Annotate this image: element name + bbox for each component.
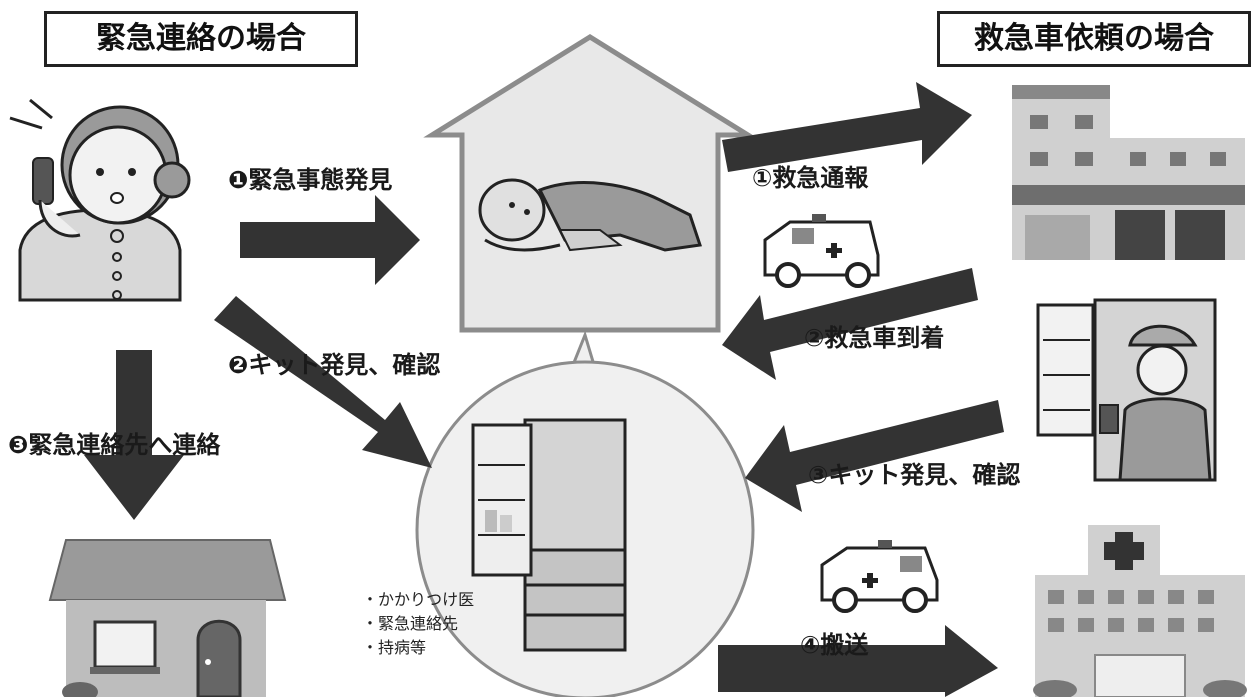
arrow-step3: [84, 350, 184, 520]
kit-item: ・持病等: [362, 638, 427, 657]
arrow-step1: [240, 195, 420, 285]
call-label: ①救急通報: [752, 164, 869, 192]
worried-woman-icon: [9, 98, 191, 302]
arrow-call: [722, 82, 972, 172]
step1-label: ❶緊急事態発見: [228, 166, 393, 194]
fire-station-icon: [1012, 85, 1245, 260]
arrow-transport: [718, 625, 998, 697]
step2-label: ❷キット発見、確認: [228, 351, 441, 379]
kit-item: ・緊急連絡先: [362, 614, 459, 633]
title-ambulance-request: 救急車依頼の場合: [937, 11, 1251, 67]
person-collapsed-icon: [478, 178, 702, 252]
arrow-step2: [214, 296, 432, 468]
family-home-icon: [48, 539, 287, 697]
arrival-label: ②救急車到着: [804, 324, 945, 352]
kit-item: ・かかりつけ医: [362, 590, 475, 609]
refrigerator-icon: [471, 418, 627, 652]
paramedic-icon: [1036, 298, 1217, 482]
kit-check-label: ③キット発見、確認: [808, 461, 1021, 489]
hospital-icon: [1033, 525, 1247, 697]
step3-label: ❸緊急連絡先へ連絡: [8, 431, 221, 459]
arrow-kit-check: [745, 400, 1004, 512]
transport-label: ④搬送: [800, 631, 869, 659]
ambulance-icon: [820, 540, 939, 613]
ambulance-icon: [763, 214, 880, 288]
arrow-arrival: [722, 268, 978, 380]
kit-contents-list: ・かかりつけ医 ・緊急連絡先 ・持病等: [362, 588, 474, 660]
title-emergency-contact: 緊急連絡の場合: [44, 11, 358, 67]
